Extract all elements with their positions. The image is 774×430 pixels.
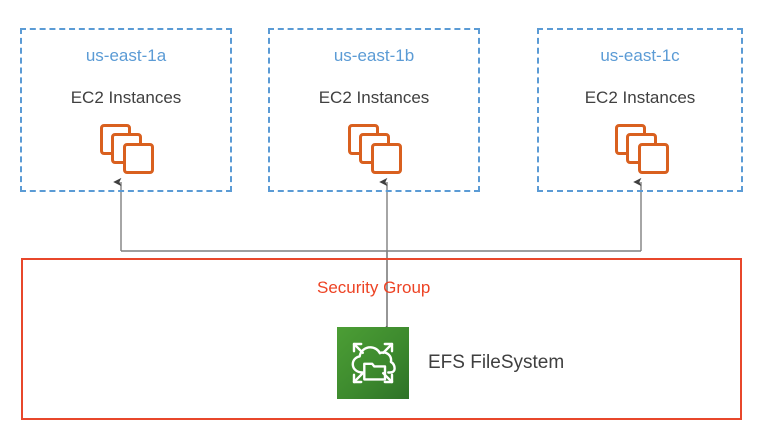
- ec2-square-front: [371, 143, 402, 174]
- az-node-label-us-east-1c: EC2 Instances: [584, 88, 696, 107]
- security-group-boundary: [21, 258, 742, 420]
- ec2-instances-icon: [348, 124, 404, 174]
- ec2-square-front: [123, 143, 154, 174]
- security-group-label: Security Group: [317, 278, 431, 297]
- availability-zone-us-east-1b: us-east-1b EC2 Instances: [268, 28, 480, 192]
- availability-zone-us-east-1c: us-east-1c EC2 Instances: [537, 28, 743, 192]
- az-title-us-east-1a: us-east-1a: [85, 46, 167, 65]
- efs-filesystem-label: EFS FileSystem: [428, 352, 565, 373]
- availability-zone-us-east-1a: us-east-1a EC2 Instances: [20, 28, 232, 192]
- ec2-square-front: [638, 143, 669, 174]
- ec2-instances-icon: [615, 124, 671, 174]
- az-node-label-us-east-1b: EC2 Instances: [318, 88, 430, 107]
- efs-filesystem-icon: [337, 327, 409, 399]
- az-title-us-east-1b: us-east-1b: [333, 46, 415, 65]
- az-title-us-east-1c: us-east-1c: [600, 46, 680, 65]
- ec2-instances-icon: [100, 124, 156, 174]
- az-node-label-us-east-1a: EC2 Instances: [70, 88, 182, 107]
